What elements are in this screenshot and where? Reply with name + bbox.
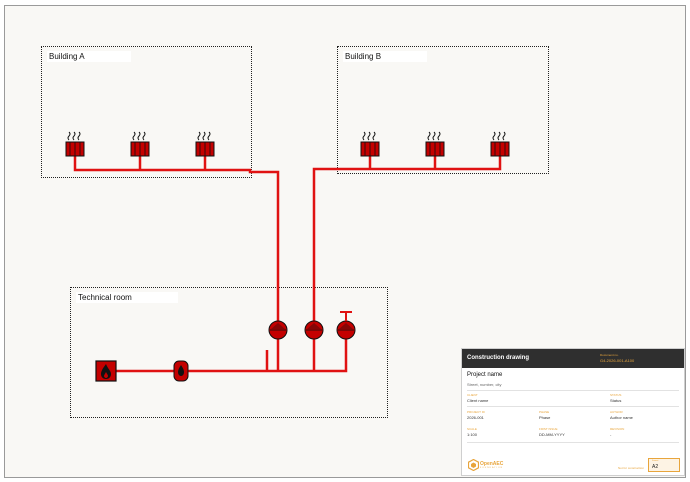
title-block: Construction drawing Document no. G4-202… [461,348,685,476]
pump-icon [304,320,324,340]
phase-value: Phase [539,415,551,420]
zone-building-b: Building B [337,46,549,174]
divider [467,406,679,407]
brand-name: OpenAEC [480,461,504,467]
client-value: Client name [467,398,489,403]
revision-value: - [610,432,612,437]
divider [467,442,679,443]
zone-label-technical-room: Technical room [76,292,178,303]
author-value: Author name [610,415,633,420]
pump-icon [336,320,356,340]
pipe-building-a-branch [73,150,280,370]
radiator-icon [195,131,215,157]
pipe-building-b-branch [312,150,502,370]
title-block-header: Construction drawing Document no. G4-202… [462,349,684,368]
zone-label-building-a: Building A [47,51,131,62]
valve-icon [340,311,352,321]
sheet-size-note: Not for construction [618,466,645,470]
status-value: Status [610,398,622,403]
scale-value: 1:100 [467,432,478,437]
scale-label: SCALE [467,427,477,431]
document-number: G4-2026-001-A100 [600,358,635,363]
boiler-flame-icon [95,360,117,382]
sheet-size-value: A2 [652,464,659,470]
date-label: FIRST ISSUE [539,427,558,431]
openaec-logo-icon [468,459,479,471]
sheet-size-box: Format A2 [648,458,680,472]
divider [467,390,679,391]
radiator-icon [360,131,380,157]
sheet-size-small-label: Format [652,460,659,462]
project-address: Street, number, city [467,382,502,387]
date-value: DD-MM-YYYY [539,432,565,437]
zone-technical-room: Technical room [70,287,388,418]
project-id-label: PROJECT ID [467,410,485,414]
project-id-value: 2026-001 [467,415,484,420]
status-label: STATUS [610,393,622,397]
zone-label-building-b: Building B [343,51,428,62]
author-label: AUTHOR [610,410,623,414]
pump-icon [268,320,288,340]
radiator-icon [490,131,510,157]
radiator-icon [425,131,445,157]
radiator-icon [130,131,150,157]
zone-building-a: Building A [41,46,252,178]
brand-subtitle: FOUNDATION [480,467,504,469]
revision-label: REVISION [610,427,625,431]
expansion-vessel-icon [173,360,189,382]
pipe-network [73,150,502,373]
drawing-type: Construction drawing [467,355,529,361]
phase-label: PHASE [539,410,550,414]
client-label: CLIENT [467,393,478,397]
radiator-icon [65,131,85,157]
project-name: Project name [467,372,503,378]
document-number-label: Document no. [600,353,619,357]
